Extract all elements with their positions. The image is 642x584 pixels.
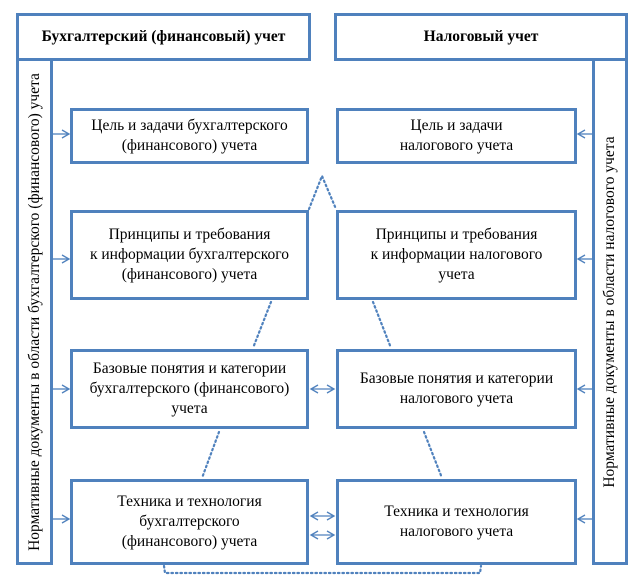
box-accounting-technique-label: Техника и технология бухгалтерского (фин… bbox=[117, 493, 262, 550]
arrows-right-bar bbox=[576, 129, 592, 524]
side-bar-tax-norms-label: Нормативные документы в области налогово… bbox=[601, 135, 618, 488]
dotted-bottom-connector bbox=[162, 564, 483, 575]
box-tax-technique-label: Техника и технология налогового учета bbox=[384, 503, 529, 540]
box-tax-goals-label: Цель и задачи налогового учета bbox=[399, 117, 514, 154]
side-bar-accounting-norms-label: Нормативные документы в области бухгалте… bbox=[25, 72, 43, 551]
box-tax-technique: Техника и технология налогового учета bbox=[336, 479, 577, 565]
box-accounting-concepts: Базовые понятия и категории бухгалтерско… bbox=[70, 349, 309, 429]
header-tax-label: Налоговый учет bbox=[423, 28, 539, 45]
arrows-left-bar bbox=[53, 129, 71, 524]
box-tax-principles: Принципы и требования к информации налог… bbox=[336, 210, 577, 300]
box-tax-concepts: Базовые понятия и категории налогового у… bbox=[336, 349, 577, 429]
side-bar-accounting-norms: Нормативные документы в области бухгалте… bbox=[16, 58, 53, 565]
box-tax-goals: Цель и задачи налогового учета bbox=[336, 108, 577, 164]
side-bar-tax-norms: Нормативные документы в области налогово… bbox=[592, 58, 628, 565]
dotted-connector-left-3-4 bbox=[200, 430, 221, 480]
box-tax-principles-label: Принципы и требования к информации налог… bbox=[370, 226, 543, 283]
double-arrows-center bbox=[309, 384, 336, 540]
header-accounting: Бухгалтерский (финансовый) учет bbox=[16, 13, 311, 61]
dotted-connector-right-3-4 bbox=[422, 430, 444, 480]
header-accounting-label: Бухгалтерский (финансовый) учет bbox=[41, 28, 286, 45]
box-accounting-principles-label: Принципы и требования к информации бухга… bbox=[89, 226, 290, 283]
dotted-connector-left-2-3 bbox=[251, 300, 273, 350]
box-accounting-principles: Принципы и требования к информации бухга… bbox=[70, 210, 309, 300]
box-accounting-concepts-label: Базовые понятия и категории бухгалтерско… bbox=[89, 360, 290, 417]
dotted-connector-right-2-3 bbox=[371, 300, 393, 350]
header-tax: Налоговый учет bbox=[334, 13, 628, 61]
box-accounting-goals-label: Цель и задачи бухгалтерского (финансовог… bbox=[91, 117, 288, 154]
dotted-apex-connector bbox=[307, 173, 338, 211]
box-accounting-goals: Цель и задачи бухгалтерского (финансовог… bbox=[70, 108, 309, 164]
box-tax-concepts-label: Базовые понятия и категории налогового у… bbox=[359, 370, 554, 407]
box-accounting-technique: Техника и технология бухгалтерского (фин… bbox=[70, 479, 309, 565]
